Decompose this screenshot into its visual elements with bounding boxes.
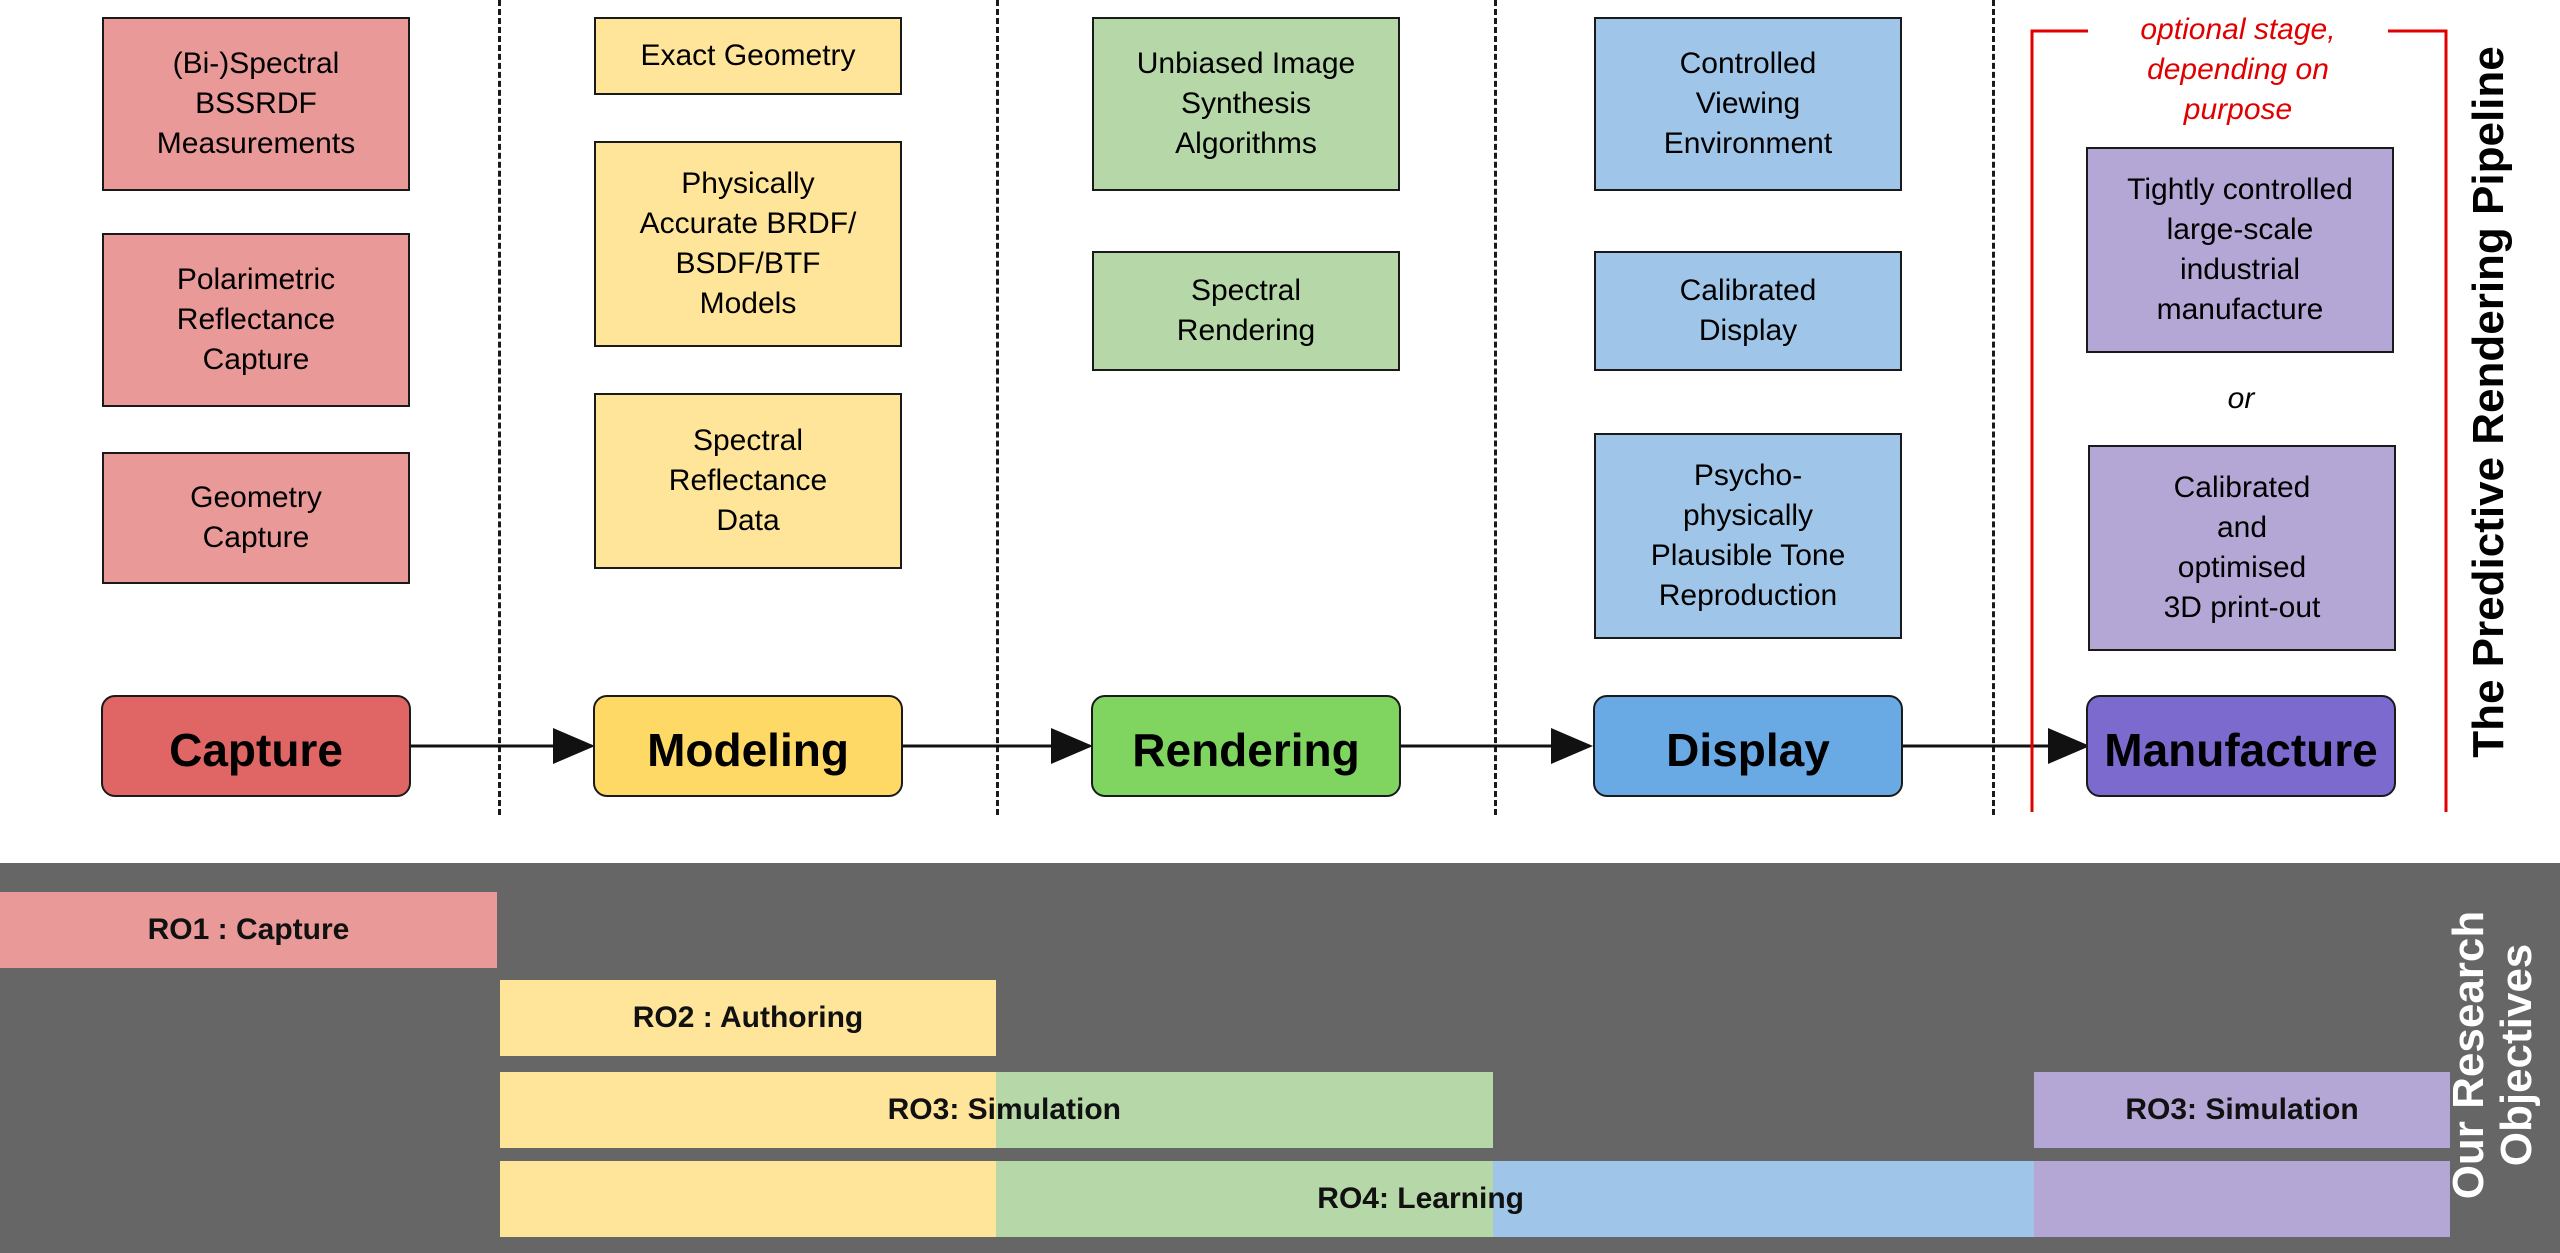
ro4-label-right: rning xyxy=(1449,1182,1524,1215)
capture-item-polarimetric: Polarimetric Reflectance Capture xyxy=(102,233,410,407)
display-item-tone: Psycho- physically Plausible Tone Reprod… xyxy=(1594,433,1902,639)
or-label: or xyxy=(2227,382,2255,415)
display-item-viewing: Controlled Viewing Environment xyxy=(1594,17,1902,191)
ro3-simulation-manufacture-bar: RO3: Simulation xyxy=(2034,1072,2450,1148)
modeling-item-spectral-data: Spectral Reflectance Data xyxy=(594,393,902,569)
ro4-label-left: RO4: Lea xyxy=(1317,1182,1449,1215)
column-separator-1 xyxy=(498,0,501,815)
capture-item-geometry: Geometry Capture xyxy=(102,452,410,584)
ro1-capture-bar: RO1 : Capture xyxy=(0,892,497,968)
ro4-learning-bar-rendering xyxy=(996,1161,1493,1237)
display-item-calibrated: Calibrated Display xyxy=(1594,251,1902,371)
optional-bracket-right xyxy=(2388,29,2448,812)
ro4-learning-bar-manufacture xyxy=(2034,1161,2450,1237)
stage-modeling: Modeling xyxy=(593,695,903,797)
ro2-authoring-bar: RO2 : Authoring xyxy=(500,980,996,1056)
ro3-label-left: RO3: Si xyxy=(887,1093,996,1126)
manufacture-item-industrial: Tightly controlled large-scale industria… xyxy=(2086,147,2394,353)
capture-item-bssrdf: (Bi-)Spectral BSSRDF Measurements xyxy=(102,17,410,191)
stage-manufacture: Manufacture xyxy=(2086,695,2396,797)
pipeline-title: The Predictive Rendering Pipeline xyxy=(2464,46,2513,758)
ro4-learning-bar-modeling xyxy=(500,1161,996,1237)
stage-display: Display xyxy=(1593,695,1903,797)
ro4-learning-bar-display xyxy=(1493,1161,2034,1237)
ro3-simulation-bar-modeling xyxy=(500,1072,996,1148)
modeling-item-brdf: Physically Accurate BRDF/ BSDF/BTF Model… xyxy=(594,141,902,347)
modeling-item-geometry: Exact Geometry xyxy=(594,17,902,95)
column-separator-3 xyxy=(1494,0,1497,815)
stage-capture: Capture xyxy=(101,695,411,797)
rendering-item-unbiased: Unbiased Image Synthesis Algorithms xyxy=(1092,17,1400,191)
stage-rendering: Rendering xyxy=(1091,695,1401,797)
optional-bracket xyxy=(2030,29,2088,812)
ro3-label-right: mulation xyxy=(996,1093,1121,1126)
column-separator-2 xyxy=(996,0,999,815)
pipeline-arrows xyxy=(410,29,2448,812)
column-separator-4 xyxy=(1992,0,1995,815)
rendering-item-spectral: Spectral Rendering xyxy=(1092,251,1400,371)
research-objectives-title: Our Research Objectives xyxy=(2444,910,2541,1200)
manufacture-item-3d-print: Calibrated and optimised 3D print-out xyxy=(2088,445,2396,651)
ro3-simulation-bar-rendering xyxy=(996,1072,1493,1148)
optional-stage-note: optional stage, depending on purpose xyxy=(2140,13,2336,126)
